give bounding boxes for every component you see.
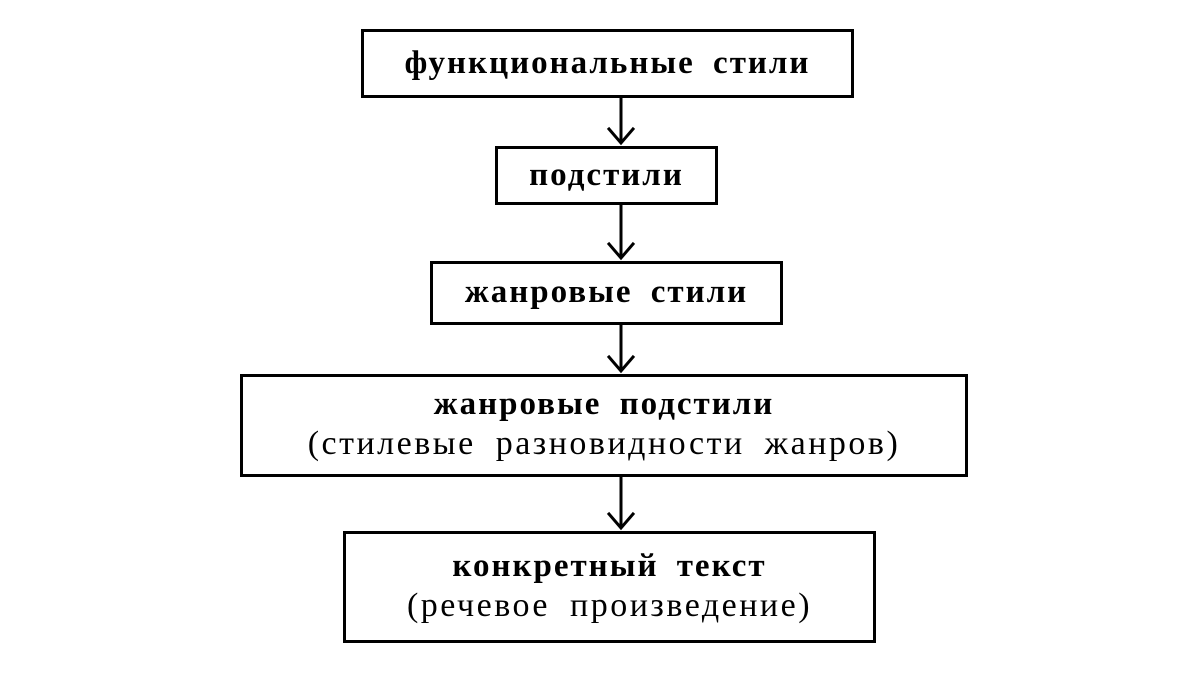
node-substyles-label: подстили [529, 156, 684, 193]
node-concrete-text-label: конкретный текст [452, 547, 767, 584]
node-genre-substyles-sublabel: (стилевые разновидности жанров) [307, 425, 901, 463]
arrow-substyles-to-genre-styles [606, 203, 636, 261]
arrow-genre-styles-to-genre-substyles [606, 323, 636, 374]
node-concrete-text: конкретный текст (речевое произведение) [343, 531, 876, 643]
node-genre-substyles-label: жанровые подстили [433, 386, 775, 423]
node-genre-substyles: жанровые подстили (стилевые разновидност… [240, 374, 968, 477]
node-functional-styles: функциональные стили [361, 29, 854, 98]
arrow-functional-to-substyles [606, 96, 636, 146]
arrow-genre-substyles-to-concrete-text [606, 475, 636, 531]
node-substyles: подстили [495, 146, 718, 205]
node-concrete-text-sublabel: (речевое произведение) [406, 586, 813, 624]
node-functional-styles-label: функциональные стили [404, 44, 811, 81]
node-genre-styles-label: жанровые стили [464, 274, 749, 311]
node-genre-styles: жанровые стили [430, 261, 783, 325]
